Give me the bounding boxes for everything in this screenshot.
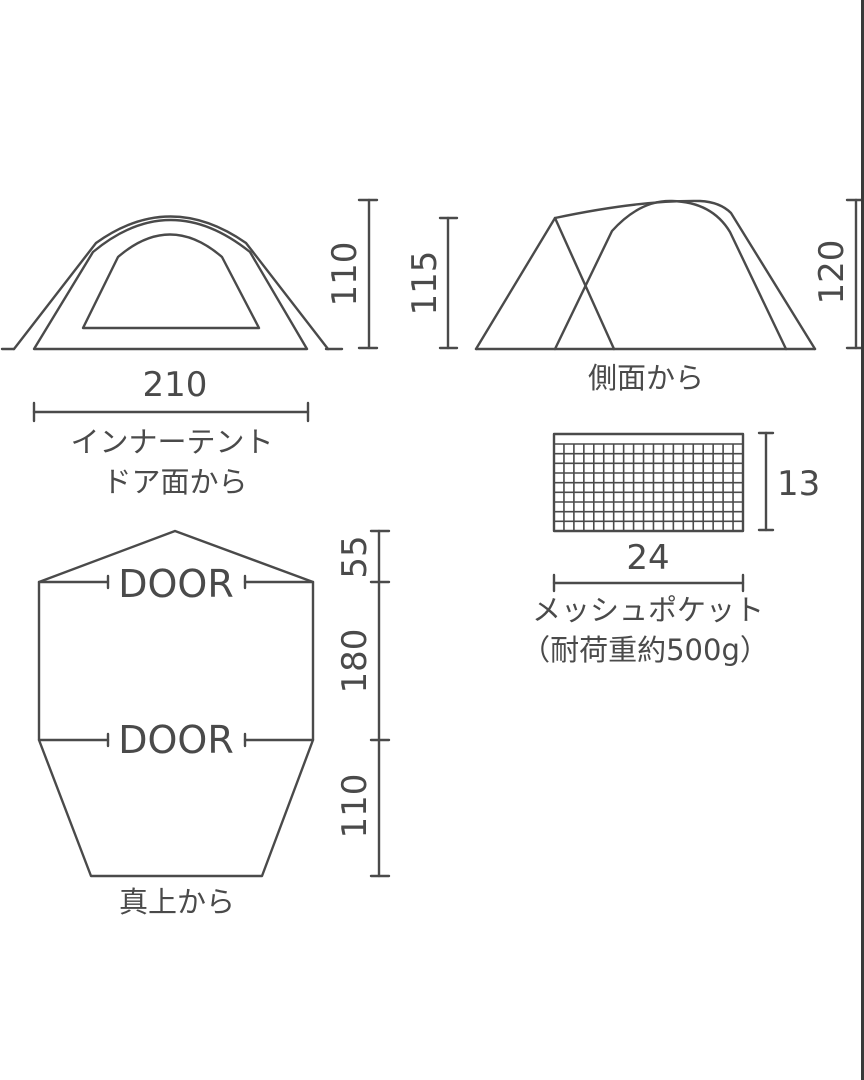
front-caption-line2: ドア面から [102,465,247,499]
top-view-dimension [369,529,391,878]
front-height-label: 110 [325,242,365,307]
fly-top-outline [553,199,817,351]
front-width-label: 210 [143,365,208,405]
side-left-height-label: 115 [405,251,445,316]
side-caption: 側面から [588,361,704,395]
dim-top-label: 55 [335,535,375,578]
inner-tent-outline [32,218,309,351]
floor-outline [37,529,315,878]
door-top-label: DOOR [118,562,233,606]
door-bottom-marker [37,732,315,748]
mesh-width-dimension [552,573,745,593]
door-top-marker [37,574,315,590]
top-caption: 真上から [119,885,235,919]
mesh-pocket: 13 24 メッシュポケット （耐荷重約500g） [521,431,820,667]
dim-middle-label: 180 [335,629,375,694]
vestibule-outline [474,216,616,351]
dim-bottom-label: 110 [335,774,375,839]
mesh-caption-line1: メッシュポケット [532,593,764,627]
mesh-height-label: 13 [777,464,820,504]
mesh-grid [554,444,743,531]
side-right-height-label: 120 [812,240,852,305]
side-view: 115 120 側面から [405,198,864,395]
inner-arch-outline [553,199,788,351]
mesh-height-dimension [757,431,775,532]
width-dimension [32,401,310,423]
fly-outline [12,215,330,351]
mesh-width-label: 24 [626,538,669,578]
top-view: DOOR DOOR 55 180 110 真上から [37,529,391,919]
height-dimension [357,198,379,350]
right-edge-border [861,0,864,1080]
door-bottom-label: DOOR [118,718,233,762]
side-right-height-dimension [845,198,864,350]
front-caption-line1: インナーテント [70,425,273,459]
door-outline [81,233,261,330]
mesh-caption-line2: （耐荷重約500g） [521,633,769,667]
side-left-height-dimension [438,216,459,350]
front-view: 110 210 インナーテント ドア面から [0,198,379,499]
